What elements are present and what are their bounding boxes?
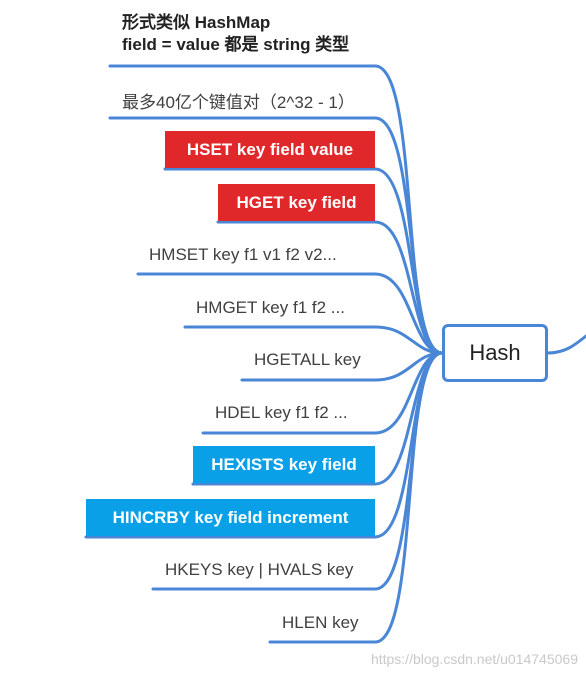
- curve-8: [373, 351, 444, 435]
- curve-5: [373, 272, 444, 355]
- root-node-hash: Hash: [442, 324, 548, 382]
- watermark: https://blog.csdn.net/u014745069: [370, 651, 578, 667]
- parent-connector: [546, 334, 586, 355]
- curve-12: [373, 351, 444, 644]
- node-line-1: 形式类似 HashMap: [122, 13, 271, 32]
- node-hdel: HDEL key f1 f2 ...: [215, 403, 348, 422]
- curve-11: [373, 351, 444, 591]
- root-node-label: Hash: [469, 340, 521, 365]
- node-hset: HSET key field value: [165, 131, 375, 168]
- node-hlen: HLEN key: [282, 613, 359, 632]
- node-max-pairs: 最多40亿个键值对（2^32 - 1）: [122, 93, 355, 112]
- node-hexists: HEXISTS key field: [193, 446, 375, 483]
- curve-2: [373, 116, 444, 355]
- curve-4: [373, 220, 444, 355]
- node-hgetall: HGETALL key: [254, 350, 361, 369]
- node-hget: HGET key field: [218, 184, 375, 221]
- node-hkeys-hvals: HKEYS key | HVALS key: [165, 560, 354, 579]
- node-hincrby: HINCRBY key field increment: [86, 499, 375, 536]
- node-line-2: field = value 都是 string 类型: [122, 35, 350, 54]
- node-hmget: HMGET key f1 f2 ...: [196, 298, 345, 317]
- node-hmset: HMSET key f1 v1 f2 v2...: [149, 245, 337, 264]
- node-hashmap-form: 形式类似 HashMap field = value 都是 string 类型: [122, 12, 349, 56]
